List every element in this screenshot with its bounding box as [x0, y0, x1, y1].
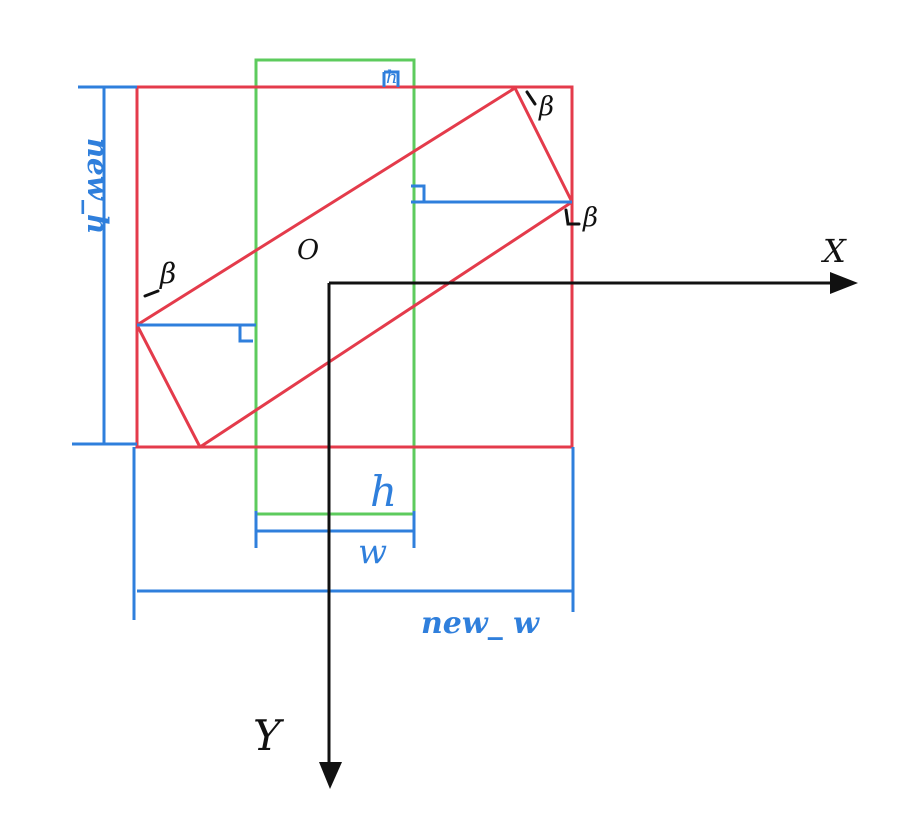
beta-label-top-right: β	[538, 92, 554, 122]
y-axis-label: Y	[253, 711, 285, 760]
right-angle-mark-right	[411, 184, 426, 202]
right-angle-mark-top	[382, 70, 400, 87]
angle-mark-right	[564, 208, 581, 226]
h-label-bottom: h	[370, 467, 397, 516]
y-axis-arrowhead	[319, 762, 342, 789]
beta-label-right: β	[582, 203, 598, 233]
new-h-label: new_h	[81, 138, 114, 235]
original-rectangle	[254, 58, 416, 516]
angle-mark-top-right	[525, 90, 537, 106]
bounding-rectangle	[135, 85, 574, 449]
right-angle-mark-left	[238, 325, 253, 343]
h-label-top: h	[386, 67, 398, 88]
x-axis-label: X	[820, 232, 847, 270]
angle-mark-left	[143, 289, 160, 298]
rotated-rectangle	[135, 86, 574, 449]
w-label: w	[358, 532, 387, 572]
x-axis-arrowhead	[830, 272, 858, 294]
origin-label: O	[297, 235, 319, 266]
beta-label-left: β	[159, 257, 176, 290]
new-w-label: new_ w	[421, 606, 540, 641]
